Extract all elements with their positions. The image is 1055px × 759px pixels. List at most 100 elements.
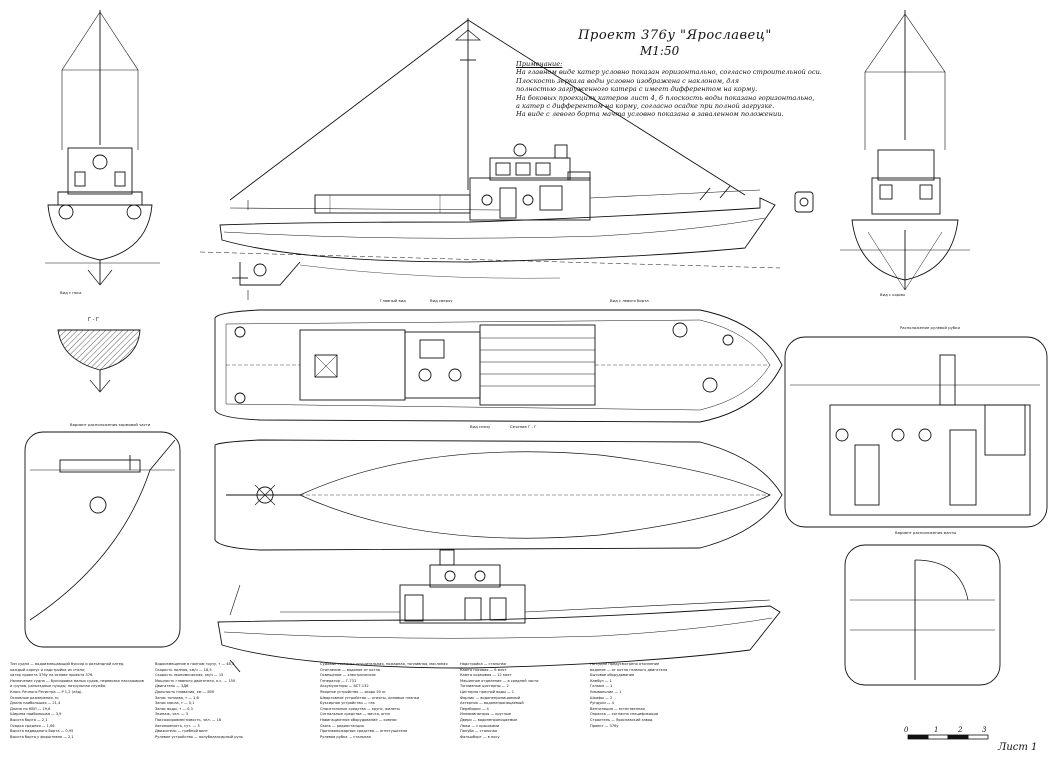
main-profile-view [199,18,814,300]
spec-line: Умывальник — 1 [590,689,622,694]
spec-line: Машинное отделение — в средней части [460,678,539,683]
notes-heading: Примечание: [516,60,563,68]
detail-inset-left [24,431,181,648]
spec-line: Вентиляция — естественная [590,706,645,711]
spec-line: Цистерна пресной воды — 1 [460,689,515,694]
spec-line: Основные размерения, м: [10,695,59,700]
spec-line: Освещение — электрическое [320,673,376,678]
spec-column: Надстройка — стальная Каюта носовая — 6 … [460,662,585,740]
view-caption: Главный вид [380,298,406,303]
spec-line: Водоизмещение в полном грузу, т — 48,5 [155,662,235,666]
spec-line: Палуба — стальная [460,729,498,734]
spec-line: Осадка средняя — 1,06 [10,723,55,728]
spec-line: Скорость полная, км/ч — 18,5 [155,667,212,672]
spec-line: Скорость экономическая, км/ч — 15 [155,673,224,678]
spec-line: Строитель — Ярославский завод [590,717,653,722]
spec-line: Высота борта — 2,1 [10,717,48,722]
spec-line: Запас топлива, т — 1,6 [155,695,199,700]
spec-line: Сигнальные средства — мачта, огни [320,712,390,717]
view-caption: Вид снизу [470,424,491,429]
spec-line: Мощность главного двигателя, л.с. — 150 [155,678,236,683]
view-caption: Сечение Г - Г [510,424,537,429]
spec-line: Топливные цистерны — 2 [460,684,509,689]
section-label: Г - Г [88,317,100,323]
spec-line: Проект — 376у [590,723,619,728]
bottom-view [214,439,783,551]
spec-line: Ахтерпик — водонепроницаемый [460,701,524,706]
detail-inset-right-bottom [844,544,1001,686]
notes-line: полностью загруженного катера с имеет ди… [516,85,758,94]
notes-line: На боковых проекциях катеров лист 4, 6 п… [516,93,815,102]
spec-line: Надстройка — стальная [460,662,506,666]
spec-line: Рулевая рубка — стальная [320,734,371,739]
spec-line: Связь — радиостанция [320,723,364,728]
spec-line: Пассажировместимость, чел. — 18 [155,717,222,722]
spec-line: Класс Речного Регистра — Р 1,2 (лёд). [10,689,83,694]
spec-line: Длина наибольшая — 21,4 [10,701,61,706]
scale-bar-label: 2 [958,726,963,734]
spec-line: Высота надводного борта — 0,95 [10,729,74,734]
spec-line: Швартовное устройство — кнехты, киповые … [320,695,420,700]
spec-line: Дальность плавания, км — 800 [155,689,215,694]
spec-line: Камбуз — 1 [590,678,612,683]
notes-line: На главном виде катер условно показан го… [516,68,822,77]
spec-line: Противопожарные средства — огнетушители [320,729,408,734]
spec-line: Люки — с крышками [460,723,500,728]
view-caption: Вариант расположения кормовой части [70,422,151,427]
spec-line: Запас воды, т — 0,3 [155,706,193,711]
spec-line: Переборки — 4 [460,706,489,711]
scale-bar [907,734,989,740]
spec-line: Аккумуляторы — 6СТ-132 [320,684,369,689]
spec-column: На судне предусмотрено отопление водяное… [590,662,710,729]
scale-bar-label: 3 [982,726,987,734]
deck-plan-view [214,309,783,423]
spec-line: Форпик — водонепроницаемый [460,695,521,700]
spec-line: Автономность, сут. — 3 [155,723,200,728]
port-profile-view [217,549,781,673]
spec-line: Иллюминаторы — круглые [460,712,512,717]
spec-line: Рундуки — 4 [590,701,614,706]
spec-line: Шкафы — 2 [590,695,613,700]
view-caption: Расположение рулевой рубки [900,325,960,330]
notes-line: На виде с левого борта мачта условно пок… [516,110,784,119]
spec-column: Тип судна — водоизмещающий буксир и разъ… [10,662,150,740]
spec-line: Бытовое оборудование [590,673,635,678]
bow-view [45,10,160,286]
spec-line: катер проекта 376у на основе проекта 376… [10,673,94,678]
notes-line: а катер с дифферентом на корму, согласно… [516,102,775,111]
spec-line: Рулевое устройство — полубалансирный рул… [155,734,244,739]
spec-line: каждый корпус и надстройка из стали; [10,667,86,672]
view-caption: Вид с носа [60,290,82,295]
spec-line: Спасательные средства — круги, жилеты [320,706,400,711]
scale-bar-label: 0 [904,726,909,734]
spec-line: Высота борта у форштевня — 2,1 [10,734,74,739]
spec-line: Тип судна — водоизмещающий буксир и разъ… [10,662,125,666]
spec-line: Движитель — гребной винт [155,729,208,734]
sheet-number: Лист 1 [998,742,1038,753]
view-caption: Вид с кормы [880,292,906,297]
spec-line: и грузов, разъездные нужды, патрульная с… [10,684,107,689]
spec-line: На судне предусмотрено отопление [590,662,660,666]
spec-line: Длина по КВЛ — 19,6 [10,706,51,711]
spec-column: Водоизмещение в полном грузу, т — 48,5 С… [155,662,305,740]
spec-line: Судовые системы: осушительная, пожарная,… [320,662,448,666]
view-caption: Вариант расположения мачты [895,530,957,535]
spec-line: Гальюн — 1 [590,684,613,689]
spec-line: Каюта кормовая — 12 мест [460,673,512,678]
spec-line: Ширина наибольшая — 3,9 [10,712,62,717]
drawing-title: Проект 376у "Ярославец" [578,28,772,43]
detail-inset-right-top [784,336,1048,528]
spec-line: Фальшборт — в носу [460,734,500,739]
spec-column: Судовые системы: осушительная, пожарная,… [320,662,470,740]
notes-block: Примечание: На главном виде катер условн… [516,60,866,119]
notes-line: Плоскость зеркала воды условно изображен… [516,76,739,85]
spec-line: Назначение судна — буксировка малых судо… [10,678,144,683]
spec-line: Экипаж, чел. — 3 [155,712,189,717]
stern-view [840,10,970,291]
drawing-scale: М1:50 [640,44,680,58]
spec-line: Двери — водонепроницаемые [460,717,518,722]
spec-line: Каюта носовая — 6 мест [460,667,507,672]
view-caption: Вид сверху [430,298,453,303]
section-g-g [57,329,141,393]
